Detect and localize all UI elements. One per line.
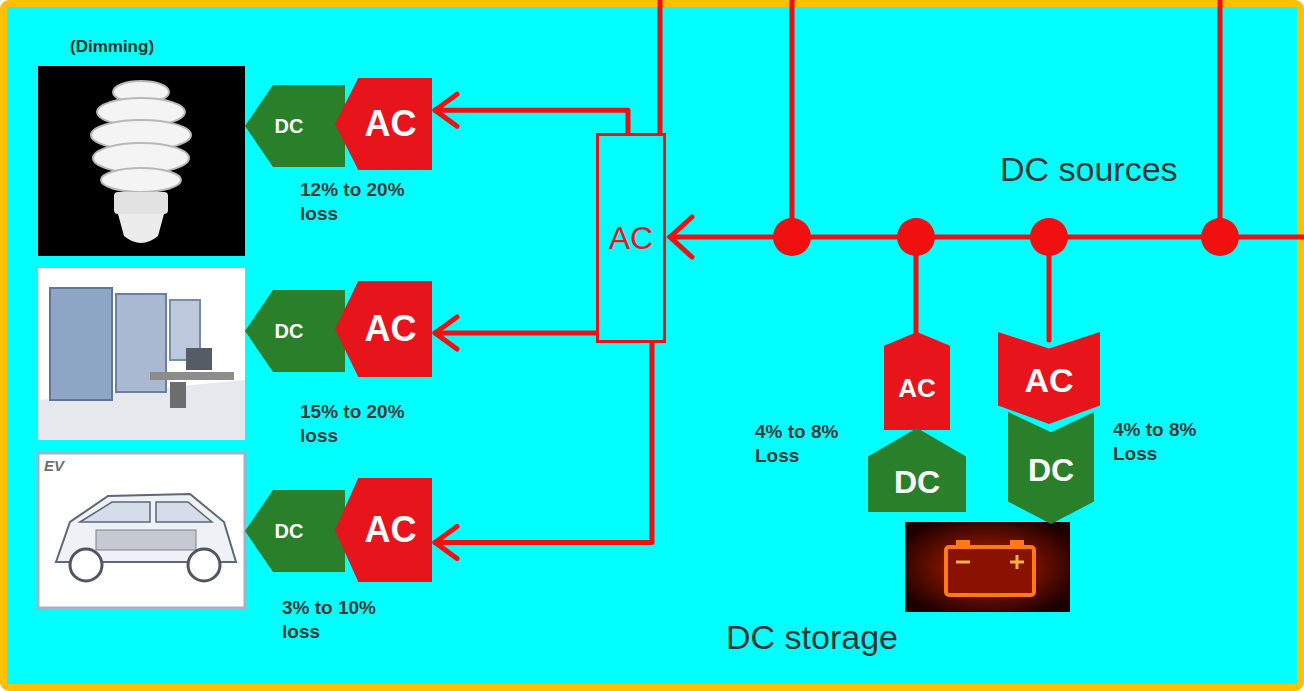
plus-sign — [1016, 555, 1019, 569]
car-window — [156, 502, 212, 522]
feed-wire — [658, 0, 663, 133]
arrow-line — [435, 343, 652, 542]
converter-label: DC — [1028, 454, 1074, 486]
badge-shape — [245, 490, 345, 572]
junction-dot — [773, 218, 811, 256]
computer-room-picture — [38, 268, 245, 440]
bulb-picture — [38, 66, 245, 256]
wiring — [660, 0, 1304, 340]
converter-badge: AC — [998, 332, 1100, 424]
converter-label: DC — [275, 321, 304, 341]
power-arrow — [435, 343, 652, 558]
note-text: (Dimming) — [70, 36, 154, 57]
loss-text: 12% to 20% loss — [300, 178, 425, 226]
badge-shape — [335, 78, 432, 170]
converter-label: DC — [275, 116, 304, 136]
inverter-box: AC — [596, 133, 666, 343]
feed-wire — [790, 0, 795, 237]
converter-label: AC — [1024, 363, 1073, 397]
arrow-line — [435, 110, 628, 133]
junction-dot — [897, 218, 935, 256]
battery-case — [946, 547, 1034, 595]
loss-text: 4% to 8% Loss — [1113, 418, 1213, 466]
spiral-turn — [101, 168, 181, 192]
bulb-base — [118, 214, 164, 243]
converter-badge: DC — [1008, 412, 1094, 524]
badge-shape — [868, 428, 966, 512]
power-arrow — [435, 94, 628, 133]
converter-badge: AC — [335, 281, 432, 377]
bus-arrowhead — [670, 217, 692, 257]
badge-shape — [335, 281, 432, 377]
photo-ground — [38, 453, 245, 608]
converter-badge: DC — [868, 428, 966, 512]
battery-terminal — [1010, 540, 1024, 547]
feed-wire — [1218, 0, 1223, 237]
bus-junctions — [773, 218, 1239, 256]
arrowhead — [435, 94, 457, 126]
minus-sign — [956, 561, 970, 564]
monitor — [186, 348, 212, 370]
arrow-line — [435, 331, 596, 336]
converter-badge: AC — [335, 78, 432, 170]
badge-shape — [245, 290, 345, 372]
photo-ground — [38, 268, 245, 440]
ev-picture — [38, 453, 245, 608]
converter-label: AC — [898, 375, 936, 401]
wheel — [70, 549, 102, 581]
converter-label: AC — [609, 222, 653, 254]
car-window — [80, 502, 150, 522]
converter-label: AC — [365, 311, 417, 347]
converter-badge: DC — [245, 490, 345, 572]
converter-label: DC — [275, 521, 304, 541]
badge-shape — [245, 85, 345, 167]
arrowhead — [435, 317, 457, 349]
converter-label: DC — [894, 466, 940, 498]
server-cabinet — [50, 288, 112, 400]
bulb-neck — [114, 192, 168, 214]
loss-text: 4% to 8% Loss — [755, 420, 855, 468]
group-label: DC sources — [1000, 148, 1178, 191]
badge-shape — [998, 332, 1100, 424]
converter-label: AC — [365, 512, 417, 548]
battery-picture — [905, 522, 1070, 612]
group-label: DC storage — [726, 616, 898, 659]
converter-label: AC — [365, 106, 417, 142]
watermark-text: EV — [44, 457, 64, 476]
chair — [170, 382, 186, 408]
converter-badge: DC — [245, 290, 345, 372]
junction-dot — [1201, 218, 1239, 256]
wheel — [188, 549, 220, 581]
loss-text: 15% to 20% loss — [300, 400, 425, 448]
power-arrow — [435, 317, 596, 349]
photo-ground — [38, 66, 245, 256]
battery-pack — [96, 530, 196, 550]
badge-shape — [884, 332, 950, 430]
converter-badge: DC — [245, 85, 345, 167]
battery-terminal — [956, 540, 970, 547]
loss-text: 3% to 10% loss — [282, 596, 407, 644]
badge-shape — [335, 478, 432, 582]
junction-dot — [1030, 218, 1068, 256]
arrowhead — [435, 526, 457, 558]
battery-ground — [905, 522, 1070, 612]
desk — [150, 372, 234, 380]
badge-shape — [1008, 412, 1094, 524]
converter-badge: AC — [335, 478, 432, 582]
converter-badge: AC — [884, 332, 950, 430]
